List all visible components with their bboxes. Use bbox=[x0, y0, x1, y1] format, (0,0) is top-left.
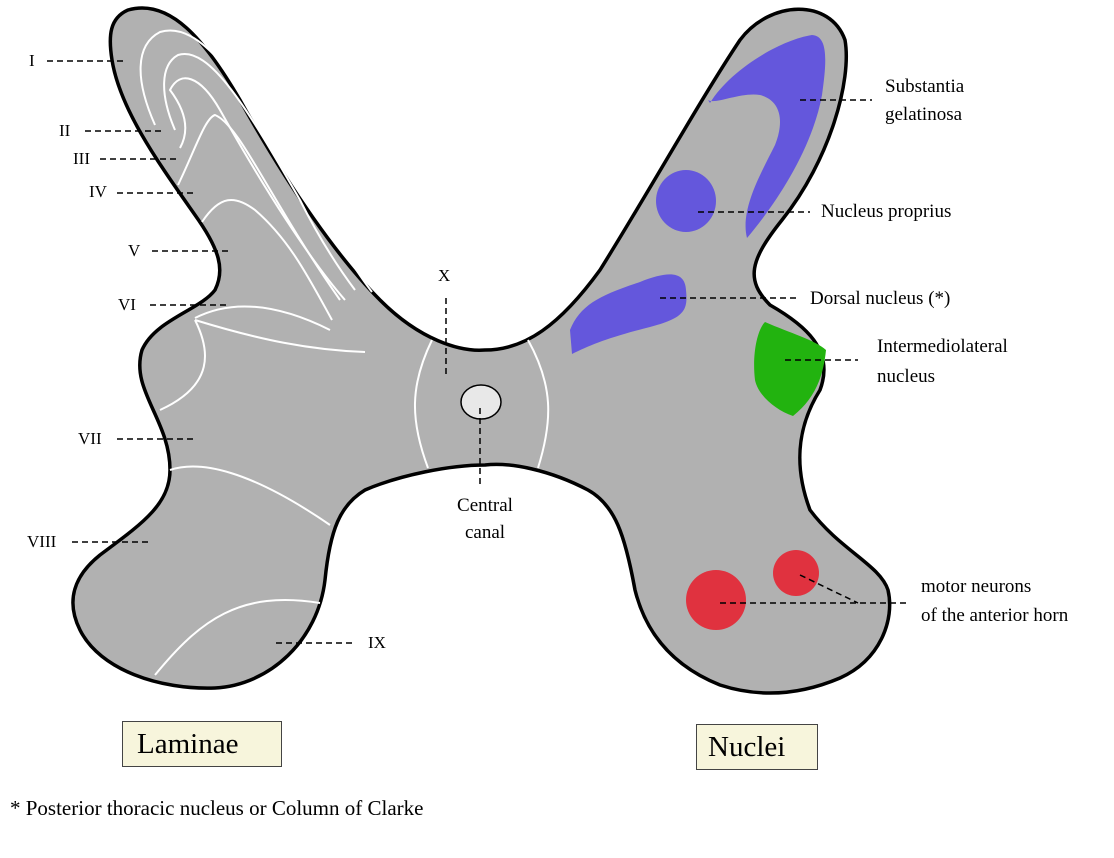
lamina-label-I: I bbox=[29, 51, 35, 70]
substantia-gelatinosa-line2: gelatinosa bbox=[885, 104, 963, 125]
lamina-label-X: X bbox=[438, 266, 451, 285]
intermediolateral-label: Intermediolateral nucleus bbox=[877, 332, 1008, 392]
lamina-label-V: V bbox=[128, 241, 141, 260]
lamina-label-II: II bbox=[59, 121, 71, 140]
lamina-label-VI: VI bbox=[118, 295, 136, 314]
substantia-gelatinosa-line1: Substantia bbox=[885, 76, 965, 97]
intermediolateral-line1: Intermediolateral bbox=[877, 336, 1008, 357]
leader-lines bbox=[47, 60, 910, 644]
intermediolateral-line2: nucleus bbox=[877, 366, 936, 387]
laminae-box: Laminae bbox=[122, 721, 282, 767]
substantia-gelatinosa-label: Substantia gelatinosa bbox=[885, 73, 964, 129]
lamina-boundaries bbox=[139, 29, 550, 676]
lamina-label-VII: VII bbox=[78, 429, 102, 448]
lamina-label-III: III bbox=[73, 149, 90, 168]
central-canal-line1: Central bbox=[457, 495, 513, 516]
motor-neurons-label: motor neurons of the anterior horn bbox=[921, 572, 1068, 630]
footnote: * Posterior thoracic nucleus or Column o… bbox=[10, 796, 424, 820]
lamina-label-VIII: VIII bbox=[27, 532, 57, 551]
motor-neurons-line2: of the anterior horn bbox=[921, 605, 1069, 626]
dorsal-nucleus-label: Dorsal nucleus (*) bbox=[810, 288, 951, 309]
central-canal-label: Central canal bbox=[440, 492, 530, 546]
nucleus-proprius-label: Nucleus proprius bbox=[821, 201, 952, 222]
lamina-label-IX: IX bbox=[368, 633, 386, 652]
dorsal-nucleus-region bbox=[570, 274, 687, 354]
nuclei-box: Nuclei bbox=[696, 724, 818, 770]
motor-neurons-line1: motor neurons bbox=[921, 576, 1032, 597]
central-canal bbox=[460, 384, 502, 420]
nucleus-proprius-region bbox=[656, 170, 716, 232]
central-canal-line2: canal bbox=[464, 522, 506, 543]
intermediolateral-nucleus-region bbox=[754, 322, 826, 416]
lamina-label-IV: IV bbox=[89, 182, 107, 201]
motor-neuron-large bbox=[686, 570, 746, 630]
substantia-gelatinosa-region bbox=[708, 35, 826, 238]
motor-neuron-small bbox=[773, 550, 819, 596]
